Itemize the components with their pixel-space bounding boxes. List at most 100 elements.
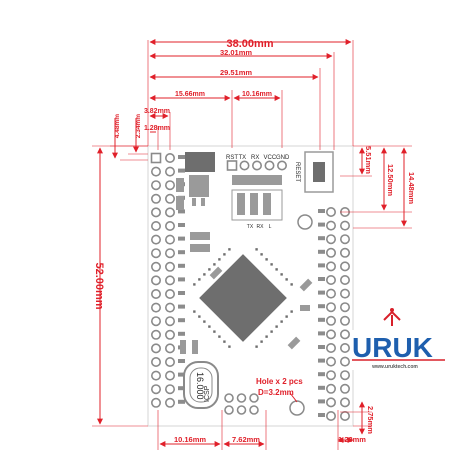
dim-10-16-top: 10.16mm bbox=[242, 91, 272, 98]
mcu-pin bbox=[265, 258, 268, 261]
header-pin bbox=[151, 329, 162, 340]
header-pin bbox=[339, 410, 350, 421]
pin-label-mark bbox=[178, 331, 185, 336]
dim-1-28: 1.28mm bbox=[144, 125, 170, 132]
led bbox=[237, 193, 245, 215]
pin-label-mark bbox=[178, 291, 185, 295]
dim-15-66: 15.66mm bbox=[175, 91, 205, 98]
header-pin bbox=[151, 193, 162, 204]
mcu-pin bbox=[255, 248, 258, 251]
header-pin bbox=[165, 193, 176, 204]
dim-3-82: 3.82mm bbox=[144, 108, 170, 115]
pin-label-mark bbox=[178, 304, 185, 309]
header-pin bbox=[239, 160, 250, 171]
logo-background bbox=[350, 330, 440, 370]
mcu-pin bbox=[193, 310, 196, 313]
logo-text: URUK bbox=[352, 332, 433, 363]
mcu-pin bbox=[290, 310, 293, 313]
header-pin bbox=[151, 316, 162, 327]
pin-label-mark bbox=[318, 277, 325, 281]
pin-label-mark bbox=[178, 223, 185, 227]
dim-29-51: 29.51mm bbox=[220, 68, 252, 77]
header-pin bbox=[151, 288, 162, 299]
led bbox=[263, 193, 271, 215]
header-pin bbox=[165, 302, 176, 313]
header-pin bbox=[325, 342, 336, 353]
header-pin bbox=[276, 160, 287, 171]
mcu-pin bbox=[270, 263, 273, 266]
pin-label-mark bbox=[318, 236, 325, 241]
header-pin bbox=[151, 207, 162, 218]
pin-label-mark bbox=[178, 359, 185, 363]
crystal-label: 16.000 bbox=[195, 372, 205, 400]
header-pin bbox=[339, 342, 350, 353]
dim-2-75: 2.75mm bbox=[366, 406, 375, 434]
header-pin bbox=[165, 234, 176, 245]
header-pin bbox=[165, 384, 176, 395]
dim-14-48: 14.48mm bbox=[407, 172, 416, 204]
header-pin bbox=[325, 329, 336, 340]
pin-label-mark bbox=[178, 155, 185, 159]
reset-label: RESET bbox=[294, 162, 300, 182]
mcu-pin bbox=[193, 283, 196, 286]
pin-label-mark bbox=[318, 249, 325, 254]
led-label: L bbox=[269, 224, 272, 230]
header-pin bbox=[150, 152, 162, 164]
header-pin bbox=[252, 160, 263, 171]
pin-label-mark bbox=[318, 385, 325, 390]
header-pin bbox=[325, 302, 336, 313]
mcu-pin bbox=[228, 248, 231, 251]
reset-button-actuator bbox=[313, 162, 325, 182]
header-pin bbox=[165, 343, 176, 354]
mcu-chip bbox=[193, 248, 293, 348]
mcu-pin bbox=[223, 340, 226, 343]
logo-antenna-icon bbox=[383, 310, 401, 326]
header-pin bbox=[165, 248, 176, 259]
dim-7-62: 7.62mm bbox=[232, 435, 260, 444]
mcu-pin bbox=[275, 268, 278, 271]
header-pin bbox=[325, 356, 336, 367]
header-pin bbox=[325, 288, 336, 299]
capacitor bbox=[190, 244, 210, 252]
crystal bbox=[183, 361, 219, 409]
dim-width-total: 38.00mm bbox=[226, 38, 273, 50]
icsp-label: ICSP bbox=[204, 385, 211, 402]
header-pin-label: TX bbox=[239, 155, 247, 161]
uruk-logo: URUK www.uruktech.com bbox=[350, 308, 445, 370]
header-pin bbox=[325, 234, 336, 245]
header-pin bbox=[165, 370, 176, 381]
mcu-pin bbox=[198, 315, 201, 318]
header-pin bbox=[165, 397, 176, 408]
mcu-pin bbox=[228, 345, 231, 348]
header-pin bbox=[325, 370, 336, 381]
header-pin bbox=[165, 153, 176, 164]
mcu-pin bbox=[275, 325, 278, 328]
dim-2-34: 2.34mm bbox=[135, 114, 142, 138]
mcu-pin bbox=[218, 258, 221, 261]
header-pin bbox=[325, 397, 336, 408]
icsp-pin bbox=[224, 393, 234, 403]
pin-label-mark bbox=[178, 386, 185, 391]
dim-12-50: 12.50mm bbox=[386, 164, 395, 196]
header-pin bbox=[151, 180, 162, 191]
header-pin bbox=[151, 343, 162, 354]
crystal-inner bbox=[189, 367, 213, 403]
header-pin-label: RST bbox=[226, 155, 238, 161]
mcu-pins bbox=[193, 248, 293, 348]
header-pin bbox=[339, 261, 350, 272]
dimension-annotations: 38.00mm 32.01mm 29.51mm 15.66mm 10.16mm … bbox=[92, 38, 416, 450]
pin-label-mark bbox=[178, 318, 185, 323]
header-pin bbox=[339, 247, 350, 258]
dim-height-total: 52.00mm bbox=[93, 262, 105, 309]
pin-label-mark bbox=[318, 372, 325, 377]
hole-note-count: Hole x 2 pcs bbox=[256, 377, 303, 386]
dim-5-51: 5.51mm bbox=[364, 146, 373, 174]
icsp-pin bbox=[236, 405, 247, 415]
header-pin bbox=[151, 234, 162, 245]
pin-label-mark bbox=[318, 345, 325, 349]
header-pin bbox=[165, 180, 176, 191]
mcu-pin bbox=[203, 273, 206, 276]
